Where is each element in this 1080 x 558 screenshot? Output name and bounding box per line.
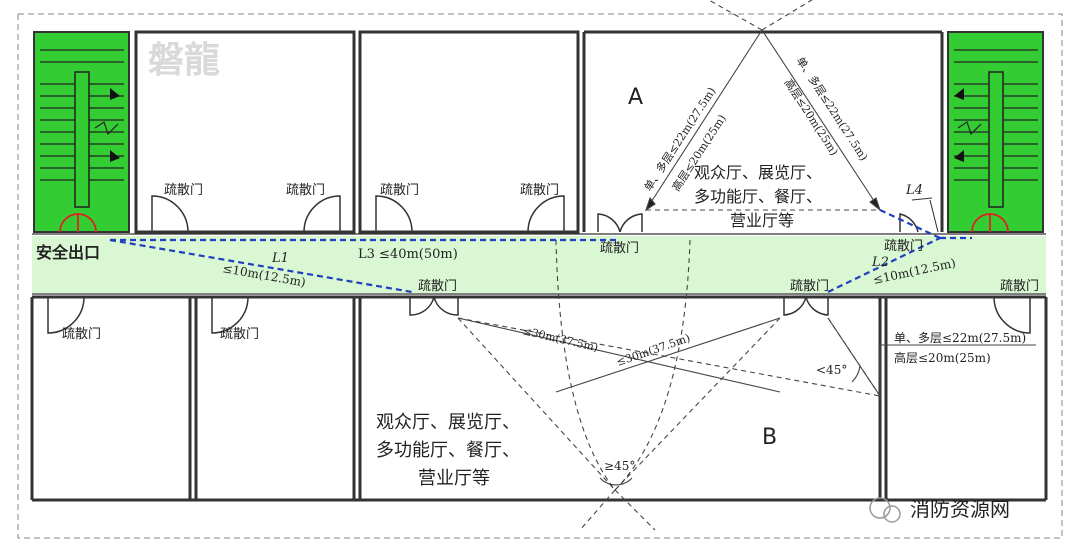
l2-name: L2 bbox=[871, 255, 889, 270]
watermark-logo: 磐龍 bbox=[148, 39, 220, 81]
room-b-function-line2: 多功能厅、餐厅、 bbox=[376, 440, 520, 461]
door-label: 疏散门 bbox=[164, 183, 203, 198]
stairwell-left bbox=[33, 31, 130, 233]
door-label: 疏散门 bbox=[62, 327, 101, 342]
evacuation-routes bbox=[109, 209, 972, 294]
door-label: 疏散门 bbox=[418, 279, 457, 294]
door-label: 疏散门 bbox=[220, 327, 259, 342]
door-label: 疏散门 bbox=[520, 183, 559, 198]
room-b-note-line2: 高层≤20m(25m) bbox=[894, 350, 991, 365]
l3-label: L3 ≤40m(50m) bbox=[358, 247, 458, 262]
wechat-icon bbox=[869, 497, 891, 519]
room-b-angle-right: <45° bbox=[816, 363, 847, 377]
door-swings bbox=[47, 195, 1031, 334]
door-label: 疏散门 bbox=[790, 279, 829, 294]
exit-label: 安全出口 bbox=[36, 243, 100, 262]
door-label: 疏散门 bbox=[380, 183, 419, 198]
room-b-diagonal-1: ≤30m(37.5m) bbox=[521, 324, 599, 354]
outer-frame bbox=[17, 13, 1063, 539]
door-label: 疏散门 bbox=[600, 241, 639, 256]
room-a-function-line1: 观众厅、展览厅、 bbox=[694, 163, 822, 182]
door-label: 疏散门 bbox=[884, 239, 923, 254]
room-b-geometry bbox=[457, 239, 1036, 531]
corridor bbox=[32, 236, 1046, 293]
room-a-function-line3: 营业厅等 bbox=[730, 211, 794, 230]
stair-doors bbox=[59, 213, 1009, 233]
l4-name: L4 bbox=[905, 183, 923, 198]
door-label: 疏散门 bbox=[286, 183, 325, 198]
room-a-letter: A bbox=[628, 85, 643, 110]
room-b-function-line3: 营业厅等 bbox=[418, 468, 490, 489]
l1-name: L1 bbox=[271, 251, 289, 266]
room-b-note-line1: 单、多层≤22m(27.5m) bbox=[894, 331, 1026, 345]
door-label: 疏散门 bbox=[1000, 279, 1039, 294]
brand-mark: 消防资源网 bbox=[869, 497, 1010, 523]
room-b-angle-bottom: ≥45° bbox=[604, 459, 635, 473]
l4-markers bbox=[911, 197, 939, 233]
stairwell-right bbox=[947, 31, 1044, 233]
room-a-geometry bbox=[644, 0, 882, 212]
brand-name: 消防资源网 bbox=[910, 497, 1010, 521]
room-b-function-line1: 观众厅、展览厅、 bbox=[376, 412, 520, 433]
room-a-function-line2: 多功能厅、餐厅、 bbox=[694, 187, 822, 206]
room-b-letter: B bbox=[762, 425, 777, 450]
